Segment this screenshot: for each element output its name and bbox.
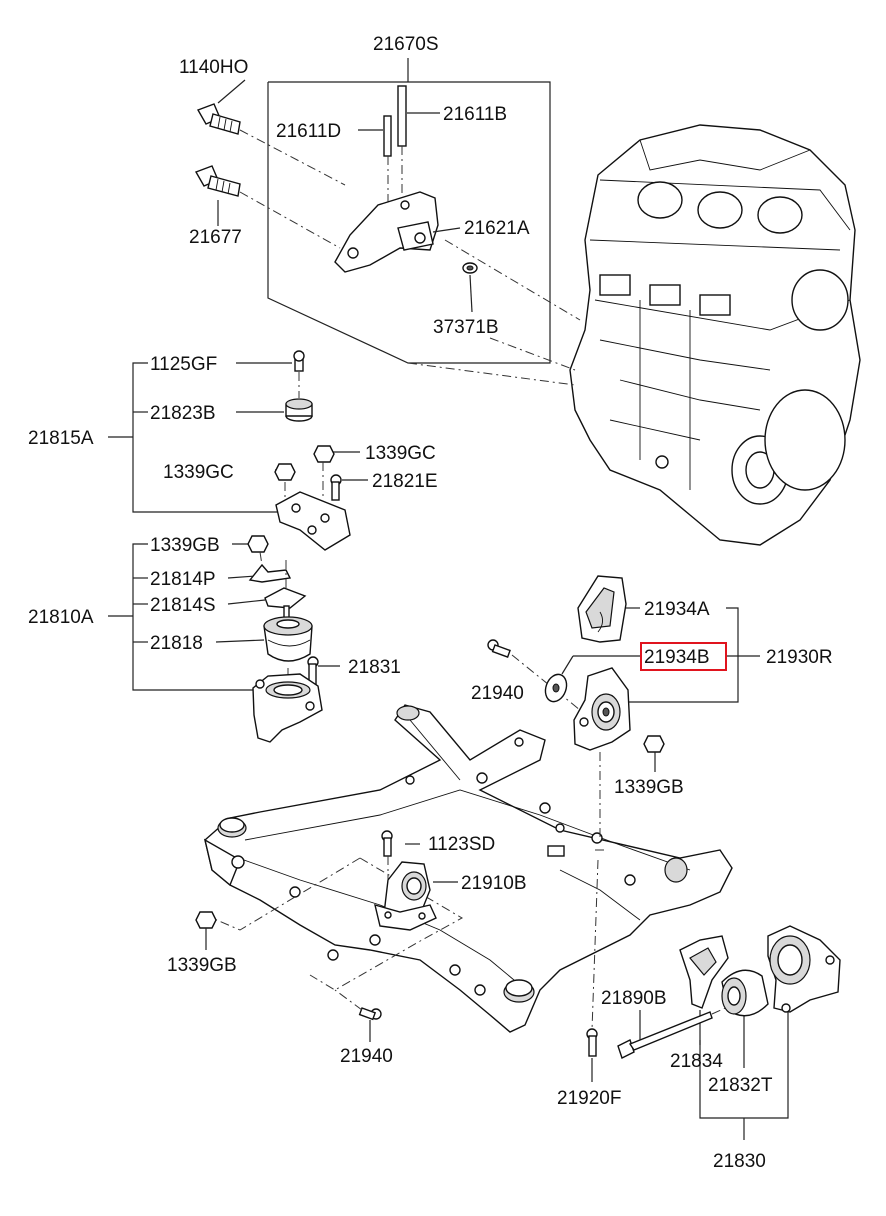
cover-21934A bbox=[577, 575, 627, 643]
label-21940-lower: 21940 bbox=[340, 1046, 393, 1067]
label-1339GC-right: 1339GC bbox=[365, 443, 436, 464]
bolt-21890B bbox=[617, 1011, 713, 1059]
bracket-21830 bbox=[767, 925, 841, 1013]
label-21823B: 21823B bbox=[150, 403, 216, 424]
stud-21611D bbox=[383, 115, 392, 157]
mount-group-21830 bbox=[586, 925, 841, 1140]
label-21611B: 21611B bbox=[443, 104, 507, 125]
label-21934B: 21934B bbox=[644, 647, 710, 668]
mount-group-21910B bbox=[195, 830, 464, 1042]
label-21834: 21834 bbox=[670, 1051, 723, 1072]
label-21818: 21818 bbox=[150, 633, 203, 654]
label-21920F: 21920F bbox=[557, 1088, 621, 1109]
stud-21611B bbox=[397, 85, 407, 147]
bushing-21832T bbox=[721, 969, 769, 1017]
label-21934A: 21934A bbox=[644, 599, 710, 620]
highlight-box-21934B bbox=[640, 642, 727, 671]
subframe bbox=[203, 704, 733, 1033]
label-21810A: 21810A bbox=[28, 607, 94, 628]
label-21832T: 21832T bbox=[708, 1075, 773, 1096]
bracket-group-21815A bbox=[108, 350, 368, 551]
bracket-21621A bbox=[334, 191, 439, 273]
label-21940-upper: 21940 bbox=[471, 683, 524, 704]
bolt-1140HO bbox=[196, 103, 241, 135]
bracket-group-21670S bbox=[194, 58, 581, 386]
mount-21910B bbox=[374, 861, 437, 931]
label-1123SD: 1123SD bbox=[428, 834, 495, 855]
label-21910B: 21910B bbox=[461, 873, 527, 894]
label-1339GB-right: 1339GB bbox=[614, 777, 684, 798]
label-21831: 21831 bbox=[348, 657, 401, 678]
label-21677: 21677 bbox=[189, 227, 242, 248]
bolt-21677 bbox=[194, 165, 241, 197]
label-21821E: 21821E bbox=[372, 471, 438, 492]
label-1339GB-upper: 1339GB bbox=[150, 535, 220, 556]
part-labels: 21670S 1140HO 21611D 21611B 21677 21621A… bbox=[28, 34, 833, 1172]
label-21621A: 21621A bbox=[464, 218, 530, 239]
mount-group-21810A bbox=[108, 535, 340, 743]
engine-block bbox=[569, 124, 861, 546]
label-21930R: 21930R bbox=[766, 647, 833, 668]
mount-21930R bbox=[573, 667, 631, 751]
mount-group-21930R bbox=[487, 575, 760, 1031]
mount-21818 bbox=[263, 605, 313, 662]
label-21611D: 21611D bbox=[276, 121, 341, 142]
label-21815A: 21815A bbox=[28, 428, 94, 449]
label-21814S: 21814S bbox=[150, 595, 216, 616]
label-21670S: 21670S bbox=[373, 34, 439, 55]
label-1339GB-lower: 1339GB bbox=[167, 955, 237, 976]
bracket-21834 bbox=[679, 935, 729, 1009]
label-21830: 21830 bbox=[713, 1151, 766, 1172]
label-21890B: 21890B bbox=[601, 988, 667, 1009]
label-1125GF: 1125GF bbox=[150, 354, 217, 375]
label-1140HO: 1140HO bbox=[179, 57, 248, 78]
mount-21823B bbox=[285, 398, 313, 422]
label-1339GC-left: 1339GC bbox=[163, 462, 234, 483]
label-21814P: 21814P bbox=[150, 569, 216, 590]
label-37371B: 37371B bbox=[433, 317, 499, 338]
